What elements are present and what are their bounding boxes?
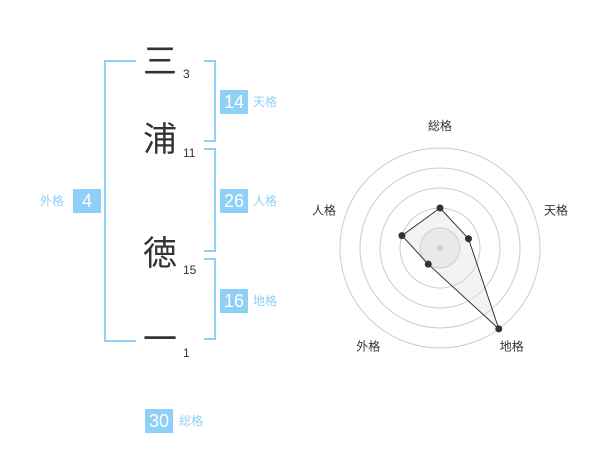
radar-point	[465, 235, 473, 243]
soukaku-label: 総格	[179, 414, 204, 428]
radar-point	[424, 260, 432, 268]
chikaku-label: 地格	[253, 294, 278, 308]
stroke-count-2: 11	[183, 146, 196, 160]
radar-polygon	[401, 207, 500, 330]
radar-axis-label: 天格	[544, 202, 568, 217]
gaikaku-label: 外格	[40, 194, 65, 208]
soukaku-value: 30	[145, 409, 173, 433]
radar-ring	[379, 187, 501, 309]
stroke-count-3: 15	[183, 263, 197, 277]
stroke-count-4: 1	[183, 346, 190, 360]
tenkaku-bracket	[204, 60, 216, 142]
radar-ring	[359, 167, 521, 329]
radar-point	[398, 232, 406, 240]
radar-center-dot	[437, 245, 443, 251]
radar-point	[436, 204, 444, 212]
jinkaku-bracket	[204, 148, 216, 252]
gaikaku-value: 4	[73, 189, 101, 213]
name-char-1: 三	[143, 42, 177, 82]
chikaku-value: 16	[220, 289, 248, 313]
name-char-2: 浦	[143, 120, 177, 160]
name-char-3: 徳	[143, 234, 177, 274]
radar-ring	[339, 147, 541, 349]
jinkaku-value: 26	[220, 189, 248, 213]
radar-axis-label: 地格	[500, 339, 524, 354]
name-char-4: 一	[143, 320, 177, 360]
radar-axis-label: 総格	[428, 118, 452, 133]
chikaku-bracket	[204, 258, 216, 340]
tenkaku-value: 14	[220, 90, 248, 114]
radar-point	[495, 325, 503, 333]
tenkaku-label: 天格	[253, 95, 278, 109]
stroke-count-1: 3	[183, 67, 190, 81]
radar-axis-label: 人格	[312, 202, 336, 217]
gaikaku-bracket	[104, 60, 136, 342]
radar-axis-label: 外格	[356, 339, 380, 354]
jinkaku-label: 人格	[253, 194, 278, 208]
